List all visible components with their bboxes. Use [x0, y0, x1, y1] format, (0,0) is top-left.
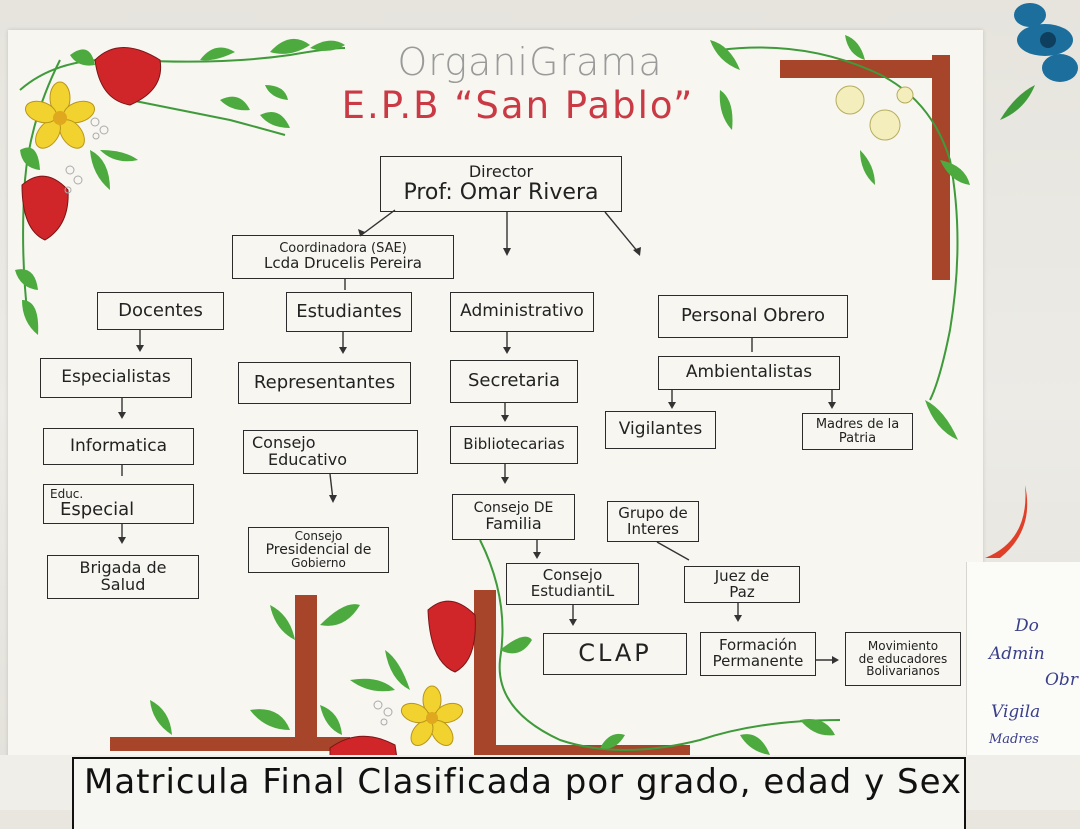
- ambientalistas-label: Ambientalistas: [685, 362, 813, 383]
- docentes-label: Docentes: [118, 299, 203, 321]
- grupo-interes-line2: Interes: [627, 519, 679, 538]
- red-swoosh: [985, 485, 1028, 558]
- school-subtitle: E.P.B “San Pablo”: [341, 84, 695, 127]
- top-left-vine: [19, 47, 346, 321]
- madres-line2: Patria: [838, 430, 877, 446]
- branch-frame: [719, 46, 959, 401]
- node-madres-patria: Madres de la Patria: [802, 413, 913, 450]
- daisy-icon: [835, 85, 914, 141]
- node-personal-obrero: Personal Obrero: [658, 295, 848, 338]
- consejo-estudiantil-line1: Consejo: [542, 566, 603, 585]
- vigilantes-label: Vigilantes: [618, 419, 703, 440]
- branch-frame: [110, 539, 841, 760]
- daisy-icon: [373, 685, 464, 747]
- brigada-line1: Brigada de: [79, 558, 167, 578]
- especialistas-label: Especialistas: [61, 367, 171, 388]
- bottom-banner-title: Matricula Final Clasificada por grado, e…: [84, 762, 963, 802]
- side-note-4: Vigila: [991, 702, 1041, 722]
- node-especialistas: Especialistas: [40, 358, 192, 398]
- node-brigada-salud: Brigada de Salud: [47, 555, 199, 599]
- consejo-familia-line2: Familia: [485, 513, 542, 533]
- node-informatica: Informatica: [43, 428, 194, 465]
- node-consejo-estudiantil: Consejo EstudiantiL: [506, 563, 639, 605]
- node-administrativo: Administrativo: [450, 292, 594, 332]
- node-vigilantes: Vigilantes: [605, 411, 716, 449]
- secretaria-label: Secretaria: [468, 370, 560, 392]
- estudiantes-label: Estudiantes: [296, 300, 402, 322]
- leaf-icon: [15, 38, 345, 335]
- node-consejo-familia: Consejo DE Familia: [452, 494, 575, 540]
- consejo-educativo-line1: Consejo: [252, 433, 316, 453]
- chart-title: OrganiGrama: [397, 40, 663, 84]
- presidencial-line2: Presidencial de: [265, 541, 372, 558]
- director-name: Prof: Omar Rivera: [403, 179, 599, 205]
- coordinadora-name: Lcda Drucelis Pereira: [263, 253, 423, 272]
- node-coordinadora: Coordinadora (SAE) Lcda Drucelis Pereira: [232, 235, 454, 279]
- side-note-5: Madres: [989, 732, 1039, 747]
- educ-especial-line2: Especial: [60, 498, 135, 520]
- node-consejo-educativo: Consejo Educativo: [243, 430, 418, 474]
- brigada-line2: Salud: [100, 575, 146, 594]
- node-formacion-permanente: Formación Permanente: [700, 632, 816, 676]
- madres-line1: Madres de la: [815, 416, 900, 432]
- director-role: Director: [468, 162, 534, 182]
- consejo-estudiantil-line2: EstudiantiL: [530, 582, 615, 600]
- presidencial-line3: Gobierno: [291, 556, 346, 571]
- informatica-label: Informatica: [70, 435, 167, 456]
- movimiento-line1: Movimiento: [867, 639, 939, 654]
- daisy-icon: [24, 81, 109, 194]
- grupo-interes-line1: Grupo de: [618, 503, 688, 522]
- node-grupo-interes: Grupo de Interes: [607, 501, 699, 542]
- node-docentes: Docentes: [97, 292, 224, 330]
- representantes-label: Representantes: [253, 371, 396, 393]
- node-ambientalistas: Ambientalistas: [658, 356, 840, 390]
- node-secretaria: Secretaria: [450, 360, 578, 403]
- leaf-icon: [150, 604, 835, 755]
- juez-line1: Juez de: [714, 566, 770, 585]
- movimiento-line2: de educadores: [858, 651, 948, 666]
- node-consejo-presidencial: Consejo Presidencial de Gobierno: [248, 527, 389, 573]
- clap-label: CLAP: [578, 639, 652, 668]
- tulip-icon: [21, 47, 162, 241]
- bibliotecarias-label: Bibliotecarias: [463, 435, 565, 454]
- consejo-familia-line1: Consejo DE: [473, 500, 554, 517]
- juez-line2: Paz: [729, 582, 755, 601]
- administrativo-label: Administrativo: [460, 301, 584, 322]
- arrow-heads: [118, 229, 839, 664]
- formacion-line1: Formación: [718, 636, 798, 655]
- node-juez-paz: Juez de Paz: [684, 566, 800, 603]
- personal-obrero-label: Personal Obrero: [681, 305, 825, 327]
- movimiento-line3: Bolivarianos: [866, 664, 940, 679]
- node-estudiantes: Estudiantes: [286, 292, 412, 332]
- educ-especial-line1: Educ.: [50, 487, 84, 502]
- presidencial-line1: Consejo: [294, 529, 343, 544]
- blue-flower-icon: [1000, 3, 1078, 120]
- coordinadora-role: Coordinadora (SAE): [279, 241, 407, 257]
- side-note-2: Admin: [989, 644, 1045, 664]
- node-clap: CLAP: [543, 633, 687, 675]
- node-bibliotecarias: Bibliotecarias: [450, 426, 578, 464]
- node-representantes: Representantes: [238, 362, 411, 404]
- side-note-3: Obr: [1045, 670, 1078, 690]
- consejo-educativo-line2: Educativo: [268, 450, 347, 469]
- side-note-1: Do: [1015, 616, 1039, 636]
- formacion-line2: Permanente: [712, 652, 804, 670]
- leaf-icon: [710, 35, 970, 440]
- node-movimiento-educadores: Movimiento de educadores Bolivarianos: [845, 632, 961, 686]
- node-director: Director Prof: Omar Rivera: [380, 156, 622, 212]
- decorations-layer: [15, 3, 1078, 766]
- adjacent-sheet: Do Admin Obr Vigila Madres: [966, 562, 1080, 767]
- node-educ-especial: Educ. Especial: [43, 484, 194, 524]
